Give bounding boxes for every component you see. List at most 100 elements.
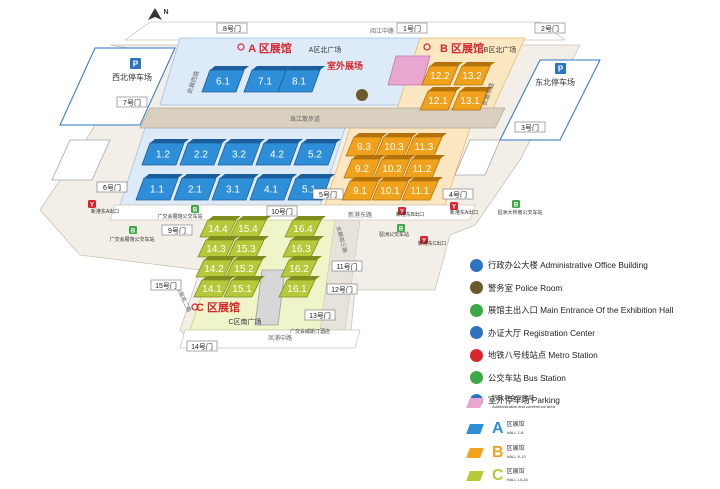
hall-roof xyxy=(202,276,235,280)
hall-number: 10.1 xyxy=(380,186,400,197)
hall-8-1[interactable]: 8.1 xyxy=(277,66,325,93)
marker-letter: B xyxy=(399,227,404,233)
hall-10-2[interactable]: 10.2 xyxy=(373,155,415,179)
admin-building-icon xyxy=(470,258,483,272)
hall-1-1[interactable]: 1.1 xyxy=(135,174,183,201)
marker-letter: Y xyxy=(90,203,94,209)
hall-14-4[interactable]: 14.4 xyxy=(199,216,241,238)
hall-roof xyxy=(428,87,461,91)
bus-icon: B xyxy=(397,224,405,233)
gate-label: 11号门 xyxy=(336,262,357,271)
metro-icon xyxy=(470,348,483,362)
hall-14-1[interactable]: 14.1 xyxy=(193,276,235,298)
hall-roof xyxy=(236,236,269,240)
hall-number: 11.2 xyxy=(413,164,432,175)
hall-12-2[interactable]: 12.2 xyxy=(421,62,463,86)
zone-legend-item: 行政与会议区域 Administrative and conference are… xyxy=(466,396,555,410)
hall-roof xyxy=(412,155,445,159)
hall-15-1[interactable]: 15.1 xyxy=(223,276,265,298)
hall-roof xyxy=(150,139,189,143)
hall-16-1[interactable]: 16.1 xyxy=(278,276,320,298)
hall-roof xyxy=(462,62,495,66)
hall-roof xyxy=(384,133,417,137)
hall-10-3[interactable]: 10.3 xyxy=(375,133,417,157)
bus-stop-label: 琶洲大桥南公交车站 xyxy=(497,209,542,216)
hall-number: 14.3 xyxy=(206,244,226,255)
legend-item: 展馆主出入口 Main Entrance Of the Exhibition H… xyxy=(470,299,715,322)
zone-title: 区展馆 xyxy=(506,469,525,475)
zone-letter: B xyxy=(492,444,504,461)
hall-4-1[interactable]: 4.1 xyxy=(249,174,297,201)
zone-title: 区展馆 xyxy=(506,422,525,428)
hall-number: 13.2 xyxy=(462,71,482,82)
entrance-icon xyxy=(470,303,483,317)
zone-swatch xyxy=(466,398,484,408)
gate-label-box xyxy=(161,224,193,236)
metro-icon: Y xyxy=(420,236,428,245)
bus-icon: B xyxy=(129,226,137,235)
hall-9-3[interactable]: 9.3 xyxy=(345,133,387,157)
hall-15-2[interactable]: 15.2 xyxy=(225,256,267,278)
hall-15-4[interactable]: 15.4 xyxy=(229,216,271,238)
hall-9-1[interactable]: 9.1 xyxy=(341,177,383,201)
west-box xyxy=(51,139,111,181)
hall-14-3[interactable]: 14.3 xyxy=(197,236,239,258)
zone-title: 行政与会议区域 xyxy=(492,396,535,402)
hall-roof xyxy=(296,174,335,178)
hall-number: 1.2 xyxy=(156,150,170,161)
hall-6-1[interactable]: 6.1 xyxy=(201,66,249,93)
south-road xyxy=(179,329,361,349)
east-box xyxy=(454,139,501,176)
hall-number: 12.2 xyxy=(430,71,450,82)
hall-number: 14.4 xyxy=(208,224,228,235)
gate-label: 13号门 xyxy=(309,311,331,320)
hall-roof xyxy=(208,216,241,220)
gate-label-box xyxy=(186,340,218,352)
hall-2-1[interactable]: 2.1 xyxy=(173,174,221,201)
zone-b-title: B 区展馆 xyxy=(440,41,484,55)
legend-item-label: 公交车站 Bus Station xyxy=(488,372,566,383)
legend-item: 公交车站 Bus Station xyxy=(470,367,715,390)
hall-9-2[interactable]: 9.2 xyxy=(343,155,385,179)
registration-icon xyxy=(470,326,483,340)
hall-number: 16.1 xyxy=(287,284,307,295)
hall-13-1[interactable]: 13.1 xyxy=(451,87,493,111)
parking-icon xyxy=(130,58,141,69)
hall-13-2[interactable]: 13.2 xyxy=(453,62,495,86)
marker-letter: B xyxy=(514,203,519,209)
hall-10-1[interactable]: 10.1 xyxy=(371,177,413,201)
hall-1-2[interactable]: 1.2 xyxy=(141,139,189,166)
hotel-label: 广交会威斯汀酒店 xyxy=(290,328,330,335)
police-badge-icon xyxy=(356,89,368,101)
metro-exit-label: 新港东A出口 xyxy=(450,209,478,216)
gate-label: 4号门 xyxy=(449,190,467,199)
gate-label: 9号门 xyxy=(168,226,186,235)
parking-east-north xyxy=(499,59,601,141)
hall-number: 16.2 xyxy=(289,264,309,275)
hall-roof xyxy=(238,216,271,220)
hall-roof xyxy=(460,87,493,91)
hall-number: 16.4 xyxy=(293,224,313,235)
hall-12-1[interactable]: 12.1 xyxy=(419,87,461,111)
hall-number: 4.1 xyxy=(264,185,278,196)
hall-roof xyxy=(287,276,320,280)
hall-2-2[interactable]: 2.2 xyxy=(179,139,227,166)
metro-exit-label: 新港东A出口 xyxy=(91,208,119,215)
hall-number: 3.1 xyxy=(226,185,240,196)
marker-letter: Y xyxy=(452,205,456,211)
zone-subtitle: Administrative and conference area xyxy=(492,404,555,409)
hall-5-2[interactable]: 5.2 xyxy=(293,139,341,166)
gate-label: 5号门 xyxy=(319,190,337,199)
location-pin-icon xyxy=(191,303,199,311)
hall-11-1[interactable]: 11.1 xyxy=(401,177,443,201)
hall-4-2[interactable]: 4.2 xyxy=(255,139,303,166)
metro-exit-label: 新港东B出口 xyxy=(396,211,424,218)
hall-roof xyxy=(220,174,259,178)
bus-icon: B xyxy=(512,200,520,209)
gate-label-box xyxy=(331,260,363,272)
hall-3-2[interactable]: 3.2 xyxy=(217,139,265,166)
hall-3-1[interactable]: 3.1 xyxy=(211,174,259,201)
hall-number: 3.2 xyxy=(232,150,246,161)
hall-roof xyxy=(414,133,447,137)
